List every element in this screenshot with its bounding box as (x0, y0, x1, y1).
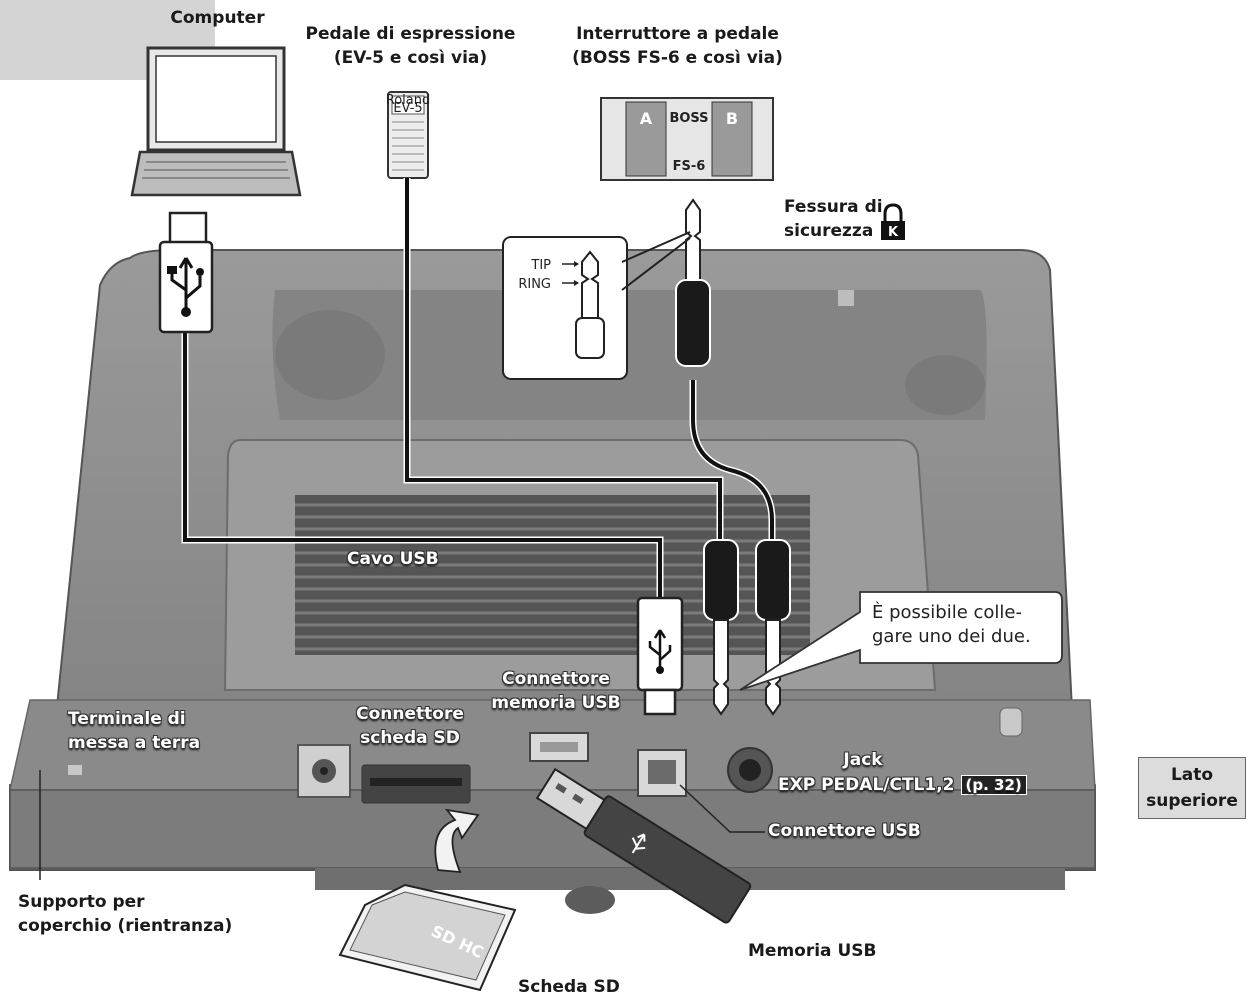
sd-slot (361, 764, 471, 804)
foot-switch-plug (755, 539, 791, 716)
exp-pedal-jack (727, 747, 773, 793)
callout-bubble (739, 591, 1063, 691)
foot-switch-cable (675, 198, 776, 540)
leader-lines (39, 770, 765, 880)
usb-icon (167, 257, 204, 317)
fs6-model: FS-6 (673, 159, 706, 174)
usb-b-port (637, 749, 687, 797)
label-computer: Computer (170, 8, 265, 28)
ev5-brand: Roland (386, 93, 430, 108)
label-usb-connector: Connettore USB (768, 821, 921, 841)
tip-label: TIP (530, 258, 551, 273)
label-foot-switch: Interruttore a pedale (BOSS FS-6 e così … (572, 24, 783, 68)
laptop-icon (130, 46, 302, 197)
device-body (9, 249, 1096, 914)
label-exp-pedal-ctl: EXP PEDAL/CTL1,2(p. 32) (778, 773, 1027, 797)
usb-memory-port (529, 732, 589, 762)
sd-card: SD HC (338, 883, 517, 992)
lock-icon: K (881, 203, 905, 240)
label-security-slot: Fessura di sicurezza (784, 197, 883, 241)
fs6-a-label: A (640, 109, 653, 128)
fs6-brand: BOSS (669, 111, 708, 126)
label-usb-memory: Memoria USB (748, 941, 877, 961)
usb-memory-stick (535, 767, 752, 924)
label-ground-terminal: Terminale di messa a terra (68, 709, 201, 753)
top-side-label: Lato superiore (1138, 757, 1246, 819)
exp-pedal-plug (703, 539, 739, 716)
usb-cable (158, 211, 684, 716)
ev5-model: EV-5 (393, 101, 422, 116)
foot-switch-icon: A B BOSS FS-6 (600, 97, 774, 181)
label-usb-cable: Cavo USB (347, 549, 439, 569)
svg-text:K: K (888, 225, 899, 240)
expression-pedal-icon: Roland EV-5 (386, 91, 430, 179)
insert-arrow (434, 808, 480, 874)
ring-label: RING (518, 277, 551, 292)
label-sd-card-connector: Connettore scheda SD (356, 704, 464, 748)
fs6-b-label: B (726, 109, 738, 128)
expression-pedal-cable (403, 178, 724, 540)
callout-text: È possibile colle- gare uno dei due. (872, 602, 1031, 647)
label-exp-pedal: EXP PEDAL/CTL1,2 (778, 775, 955, 795)
label-sd-card: Scheda SD (518, 977, 620, 997)
label-lid-support: Supporto per coperchio (rientranza) (18, 892, 233, 936)
label-usb-memory-connector: Connettore memoria USB (491, 669, 621, 713)
usb-icon-small (648, 629, 672, 674)
page-reference[interactable]: (p. 32) (960, 775, 1027, 795)
tip-ring-inset: TIP RING (502, 231, 691, 380)
dc-in-port (297, 744, 351, 798)
label-expression-pedal: Pedale di espressione (EV-5 e così via) (305, 24, 516, 68)
label-jack: Jack (843, 750, 883, 770)
